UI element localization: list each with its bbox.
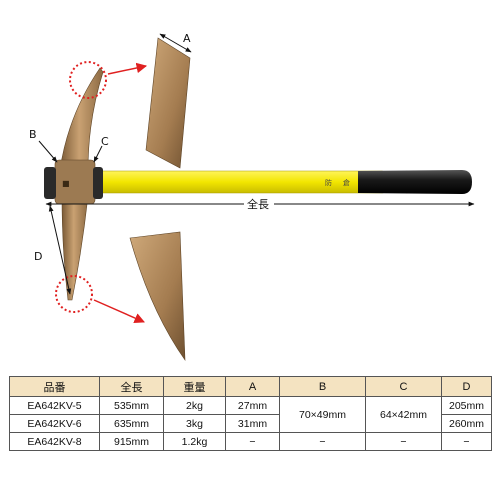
dimension-d-label: D (34, 250, 42, 263)
dimension-d-line (48, 205, 72, 295)
cell-c: − (365, 432, 442, 451)
table-header-row: 品番 全長 重量 A B C D (9, 376, 492, 397)
pickaxe-diagram: 防 倉 ■ A B C D 全長 (29, 32, 475, 362)
cell-d: 260mm (441, 414, 492, 433)
dimension-a-label: A (183, 32, 191, 45)
head-stamp: ■ (62, 179, 70, 188)
cell-b: − (279, 432, 366, 451)
cell-part-no: EA642KV-5 (9, 396, 100, 415)
header-a: A (225, 376, 280, 397)
table-row: EA642KV-5 535mm 2kg 27mm 70×49mm 64×42mm… (9, 396, 492, 433)
pickaxe-head: ■ (44, 67, 104, 301)
lower-blade-detail (129, 231, 186, 362)
handle-grip (358, 170, 472, 194)
handle-mark-2: 倉 (343, 178, 350, 187)
total-length-label: 全長 (247, 197, 269, 211)
cell-part-no: EA642KV-6 (9, 414, 100, 433)
handle: 防 倉 (94, 170, 472, 194)
cell-length: 535mm (99, 396, 164, 415)
cell-length: 635mm (99, 414, 164, 433)
cell-a: 31mm (225, 414, 280, 433)
table-row: EA642KV-6 635mm 3kg 31mm 260mm (9, 414, 492, 433)
spec-table: 品番 全長 重量 A B C D EA642KV-5 535mm 2kg 27m… (9, 376, 492, 451)
lower-pick (61, 195, 89, 301)
cell-a: 27mm (225, 396, 280, 415)
lower-detail-arrow (93, 299, 145, 323)
header-d: D (441, 376, 492, 397)
dimension-c-line (93, 145, 103, 163)
dimension-b-label: B (29, 128, 37, 141)
upper-tip-highlight (69, 61, 107, 99)
upper-blade-detail (145, 37, 191, 169)
handle-mark-1: 防 (325, 178, 332, 187)
collar-right (93, 167, 103, 199)
total-length-label-bg (244, 196, 274, 211)
handle-shaft (94, 170, 386, 194)
cell-c-merged: 64×42mm (365, 396, 442, 433)
dimension-a-line (159, 33, 192, 53)
header-c: C (365, 376, 442, 397)
cell-d: − (441, 432, 492, 451)
lower-tip-highlight (55, 275, 93, 313)
cell-weight: 3kg (163, 414, 226, 433)
cell-part-no: EA642KV-8 (9, 432, 100, 451)
cell-length: 915mm (99, 432, 164, 451)
header-length: 全長 (99, 376, 164, 397)
head-eye (54, 159, 96, 205)
upper-detail-arrow (107, 62, 148, 75)
cell-a: − (225, 432, 280, 451)
table-row: EA642KV-8 915mm 1.2kg − − − − (9, 432, 492, 451)
header-part-no: 品番 (9, 376, 100, 397)
header-weight: 重量 (163, 376, 226, 397)
upper-pick (59, 67, 104, 171)
cell-weight: 2kg (163, 396, 226, 415)
dimension-c-label: C (101, 135, 109, 148)
cell-weight: 1.2kg (163, 432, 226, 451)
cell-d: 205mm (441, 396, 492, 415)
dimension-b-line (38, 140, 58, 163)
header-b: B (279, 376, 366, 397)
cell-b-merged: 70×49mm (279, 396, 366, 433)
collar-left (44, 167, 56, 199)
